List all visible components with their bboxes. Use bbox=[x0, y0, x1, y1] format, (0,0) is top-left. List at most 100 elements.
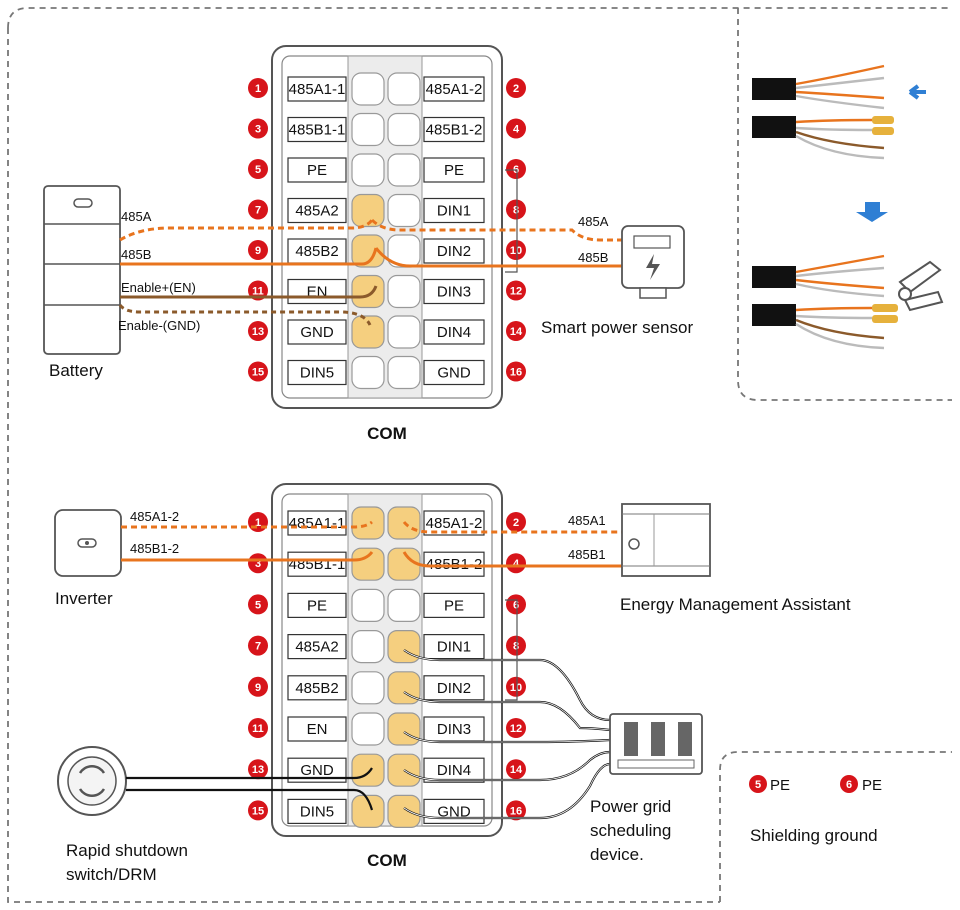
top-badge-num-4: 4 bbox=[513, 124, 520, 136]
bot-badge-num-12: 12 bbox=[510, 723, 522, 735]
bot-term-right-4: DIN1 bbox=[437, 639, 471, 656]
bot-term-left-8: DIN5 bbox=[300, 803, 334, 820]
top-term-right-box-4 bbox=[423, 197, 485, 224]
bot-term-left-box-8 bbox=[287, 798, 347, 825]
bot-term-right-box-8 bbox=[423, 798, 485, 825]
bot-badge-10 bbox=[506, 676, 526, 697]
top-slot-right-3 bbox=[387, 153, 421, 187]
top-badge-num-3: 3 bbox=[255, 124, 261, 136]
top-badge-10 bbox=[506, 240, 526, 260]
rapid-shutdown-switch bbox=[57, 746, 127, 816]
bot-slot-left-1 bbox=[351, 506, 385, 540]
top-term-left-box-3 bbox=[287, 157, 347, 183]
wire-battery-en bbox=[120, 285, 378, 299]
top-term-left-7: GND bbox=[300, 324, 334, 341]
top-slot-left-6 bbox=[351, 274, 385, 309]
bot-badge-2 bbox=[506, 512, 526, 532]
legend-item-5: 5 PE bbox=[749, 775, 790, 794]
grid-label-line1: Power grid bbox=[590, 797, 671, 816]
top-term-right-box-5 bbox=[423, 238, 485, 264]
bot-badge-num-2: 2 bbox=[513, 517, 519, 529]
bot-badge-num-7: 7 bbox=[255, 641, 261, 653]
top-term-left-box-6 bbox=[287, 278, 347, 305]
bot-term-right-5: DIN2 bbox=[437, 680, 471, 697]
inverter-label: Inverter bbox=[55, 589, 113, 608]
bot-term-left-5: 485B2 bbox=[295, 680, 338, 697]
top-badge-num-15: 15 bbox=[252, 367, 264, 379]
top-badge-num-10: 10 bbox=[510, 245, 522, 257]
top-badge-1 bbox=[248, 78, 268, 98]
top-term-left-2: 485B1-1 bbox=[289, 122, 346, 139]
top-slot-left-7 bbox=[351, 315, 385, 349]
bot-badge-num-5: 5 bbox=[255, 599, 261, 611]
wire-battery-485a bbox=[119, 219, 374, 242]
label-inv-485b: 485B1-2 bbox=[130, 541, 179, 556]
top-slot-right-1 bbox=[387, 72, 421, 106]
bot-term-left-7: GND bbox=[300, 762, 334, 779]
crimp-illustration bbox=[752, 64, 944, 350]
battery-label: Battery bbox=[49, 361, 103, 380]
top-badge-8 bbox=[506, 199, 526, 220]
bot-term-right-box-4 bbox=[423, 633, 485, 660]
grid-label-line3: device. bbox=[590, 845, 644, 864]
bot-slot-left-6 bbox=[351, 712, 385, 746]
top-term-left-box-1 bbox=[287, 76, 347, 102]
label-battery-gnd: Enable-(GND) bbox=[118, 318, 200, 333]
top-badge-num-7: 7 bbox=[255, 205, 261, 217]
top-term-left-8: DIN5 bbox=[300, 365, 334, 382]
wire-inv-485b bbox=[121, 551, 374, 562]
top-term-left-box-4 bbox=[287, 197, 347, 224]
rsd-label-line1: Rapid shutdown bbox=[66, 841, 188, 860]
din-wires-inner bbox=[403, 649, 611, 819]
bot-badge-7 bbox=[248, 635, 268, 656]
top-slot-left-3 bbox=[351, 153, 385, 187]
top-term-left-3: PE bbox=[307, 162, 327, 179]
bot-badge-12 bbox=[506, 718, 526, 738]
top-slot-right-6 bbox=[387, 274, 421, 309]
bot-badge-num-9: 9 bbox=[255, 682, 261, 694]
top-term-left-5: 485B2 bbox=[295, 243, 338, 260]
bot-term-left-box-4 bbox=[287, 633, 347, 660]
top-term-left-1: 485A1-1 bbox=[289, 81, 346, 98]
rsd-label-line2: switch/DRM bbox=[66, 865, 157, 884]
bot-term-left-6: EN bbox=[307, 721, 328, 738]
bot-slot-left-7 bbox=[351, 753, 385, 787]
bot-badge-num-4: 4 bbox=[513, 558, 520, 570]
wire-battery-gnd bbox=[118, 304, 372, 326]
bot-badge-13 bbox=[248, 759, 268, 780]
top-term-left-4: 485A2 bbox=[295, 203, 338, 220]
bot-badge-11 bbox=[248, 718, 268, 738]
bot-badge-num-14: 14 bbox=[510, 764, 523, 776]
bot-term-left-box-1 bbox=[287, 510, 347, 536]
bot-badge-num-8: 8 bbox=[513, 641, 519, 653]
top-term-right-box-2 bbox=[423, 116, 485, 143]
bot-term-left-4: 485A2 bbox=[295, 639, 338, 656]
bot-term-left-box-6 bbox=[287, 716, 347, 742]
wire-ema-485b bbox=[402, 551, 622, 568]
legend-frame bbox=[719, 751, 952, 902]
top-term-right-box-1 bbox=[423, 76, 485, 102]
top-badge-12 bbox=[506, 280, 526, 301]
top-term-right-6: DIN3 bbox=[437, 284, 471, 301]
top-slot-left-2 bbox=[351, 112, 385, 147]
label-ema-485b: 485B1 bbox=[568, 547, 606, 562]
top-slot-left-5 bbox=[351, 234, 385, 268]
crimp-inset-frame bbox=[737, 8, 952, 401]
bot-term-right-box-7 bbox=[423, 757, 485, 783]
rsd-wires bbox=[126, 767, 374, 811]
bot-slot-right-4 bbox=[387, 629, 421, 664]
top-badge-9 bbox=[248, 240, 268, 260]
bot-badge-num-3: 3 bbox=[255, 558, 261, 570]
bot-term-right-box-3 bbox=[423, 592, 485, 619]
label-sensor-485b: 485B bbox=[578, 250, 608, 265]
bot-badge-num-10: 10 bbox=[510, 682, 522, 694]
top-badge-15 bbox=[248, 361, 268, 382]
label-battery-485a: 485A bbox=[121, 209, 152, 224]
bot-term-left-3: PE bbox=[307, 597, 327, 614]
bot-badge-5 bbox=[248, 594, 268, 615]
bot-badge-3 bbox=[248, 553, 268, 574]
label-sensor-485a: 485A bbox=[578, 214, 609, 229]
bot-term-right-3: PE bbox=[444, 597, 464, 614]
battery-device bbox=[43, 185, 121, 355]
